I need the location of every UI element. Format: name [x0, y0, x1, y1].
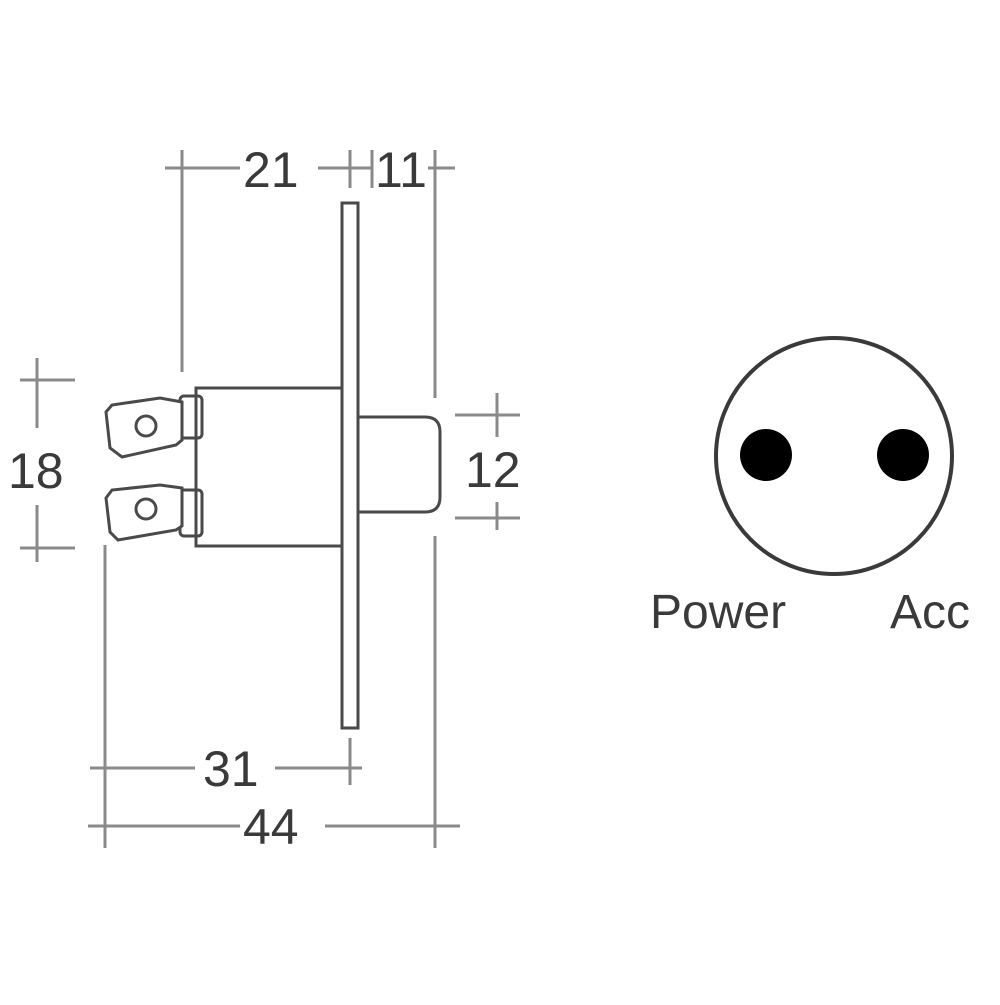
power-terminal-dot	[740, 429, 792, 481]
dim-left: 18	[8, 443, 64, 499]
switch-side-view	[178, 201, 442, 730]
label-power: Power	[650, 586, 786, 639]
connector-face	[714, 336, 954, 576]
dim-bottom-inner: 31	[203, 741, 259, 797]
connector-outline	[714, 336, 954, 576]
plunger	[358, 415, 442, 514]
dim-bottom-outer: 44	[243, 799, 299, 855]
mounting-plate	[340, 201, 360, 730]
terminal-lower	[104, 483, 184, 542]
dimension-lines	[20, 150, 520, 848]
dim-top-right: 11	[375, 142, 427, 198]
switch-body	[194, 386, 342, 548]
acc-terminal-dot	[877, 429, 929, 481]
dim-right: 12	[465, 442, 521, 498]
dim-top-left: 21	[243, 142, 299, 198]
terminal-upper	[104, 396, 184, 459]
label-acc: Acc	[890, 586, 970, 639]
